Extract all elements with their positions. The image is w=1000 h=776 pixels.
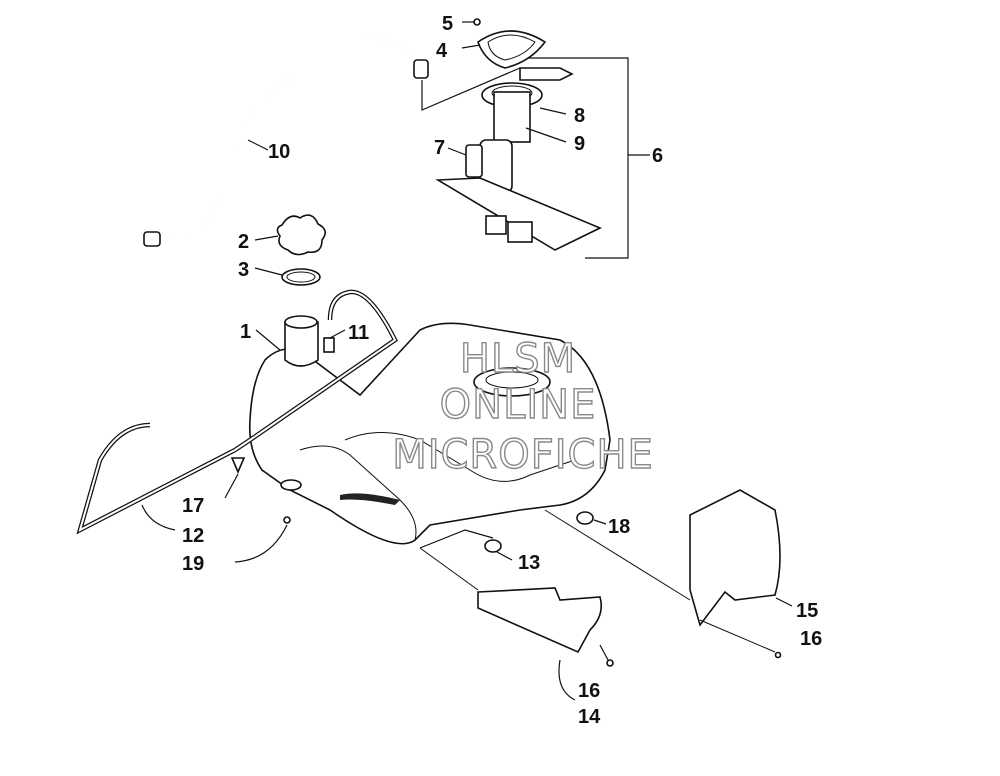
callout-17: 17 xyxy=(182,495,204,517)
callout-7: 7 xyxy=(434,137,445,159)
callout-14: 14 xyxy=(578,706,601,728)
callout-5: 5 xyxy=(442,13,453,35)
callout-18: 18 xyxy=(608,516,630,538)
callout-16-bottom: 16 xyxy=(578,680,600,702)
pump-assembly-bracket xyxy=(520,57,650,259)
callout-19: 19 xyxy=(182,553,204,575)
callout-1: 1 xyxy=(240,321,251,343)
vent-line-part-11 xyxy=(233,289,398,452)
o-ring-part-3 xyxy=(254,267,321,286)
callout-11: 11 xyxy=(348,322,369,344)
nut-part-19 xyxy=(234,479,302,563)
callout-9: 9 xyxy=(574,133,585,155)
watermark-line-3: MICROFICHE xyxy=(392,432,654,478)
heat-shield-part-15 xyxy=(544,489,793,659)
hose-part-12 xyxy=(76,422,237,535)
callout-4: 4 xyxy=(436,40,448,62)
callout-10: 10 xyxy=(268,141,290,163)
callout-15: 15 xyxy=(796,600,818,622)
callout-8: 8 xyxy=(574,105,585,127)
watermark-line-1: HLSM xyxy=(460,336,576,382)
watermark: HLSM ONLINE MICROFICHE xyxy=(391,335,654,478)
fuel-cap-part-2 xyxy=(254,214,326,256)
screw-part-5 xyxy=(462,18,481,26)
gasket-part-4 xyxy=(461,30,547,69)
callout-2: 2 xyxy=(238,231,249,253)
callout-3: 3 xyxy=(238,259,249,281)
watermark-line-2: ONLINE xyxy=(440,382,597,428)
fuel-pump-module xyxy=(435,67,602,251)
callout-12: 12 xyxy=(182,525,204,547)
callout-6: 6 xyxy=(652,145,663,167)
vent-hose-part-10 xyxy=(143,36,521,247)
clip-part-17 xyxy=(224,457,246,499)
grommet-part-13 xyxy=(419,529,513,561)
heat-shield-part-14 xyxy=(419,547,614,701)
callout-16-right: 16 xyxy=(800,628,822,650)
callout-labels: 5 4 6 7 8 9 10 2 3 1 11 17 12 19 13 18 1… xyxy=(182,13,822,728)
callout-13: 13 xyxy=(518,552,540,574)
grommet-part-18 xyxy=(576,511,607,525)
